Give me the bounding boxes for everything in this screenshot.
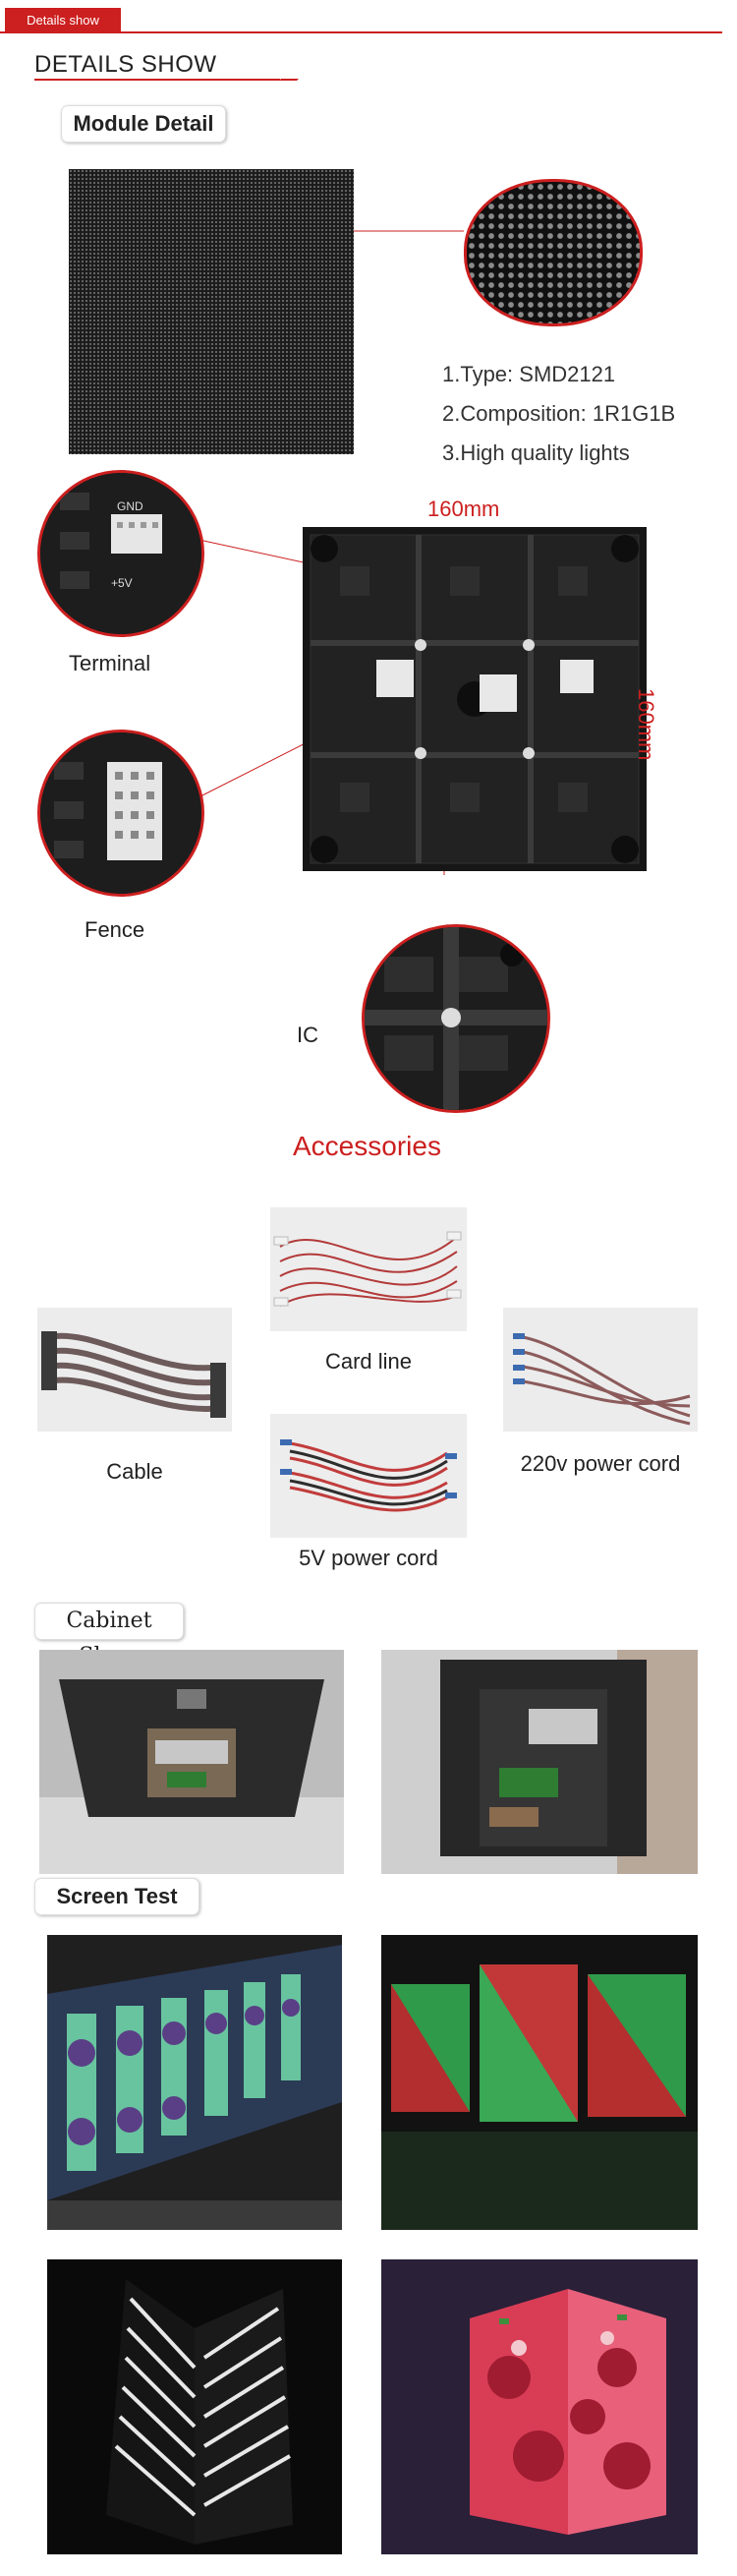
cable-photo — [37, 1308, 232, 1432]
details-show-tab[interactable]: Details show — [5, 8, 121, 33]
module-back-drawing — [310, 534, 640, 864]
ic-label: IC — [297, 1023, 318, 1047]
led-module-back-photo — [303, 527, 647, 871]
spec-composition: 2.Composition: 1R1G1B — [442, 401, 676, 426]
spec-quality: 3.High quality lights — [442, 440, 630, 465]
section-title-underline — [34, 79, 280, 81]
cabinet-photo-1 — [39, 1650, 344, 1874]
fence-zoom-circle — [37, 730, 204, 897]
card-line-photo — [270, 1207, 467, 1331]
power-cord-5v-photo — [270, 1414, 467, 1538]
spec-type: 1.Type: SMD2121 — [442, 362, 616, 386]
led-module-front-photo — [69, 169, 354, 454]
screen-test-photo-1 — [47, 1935, 342, 2230]
led-pixel-zoom-circle — [464, 179, 643, 326]
cable-label: Cable — [106, 1459, 163, 1484]
gnd-label: GND — [117, 499, 143, 513]
dimension-width: 160mm — [427, 497, 500, 521]
terminal-zoom-circle: GND +5V — [37, 470, 204, 637]
screen-test-photo-4 — [381, 2259, 698, 2554]
plus5v-label: +5V — [111, 576, 133, 590]
power-cord-220v-photo — [503, 1308, 698, 1432]
cabinet-show-tag: Cabinet Show — [34, 1603, 184, 1669]
accessories-title: Accessories — [293, 1131, 441, 1161]
cabinet-photo-2 — [381, 1650, 698, 1874]
screen-test-photo-2 — [381, 1935, 698, 2230]
fence-label: Fence — [85, 917, 145, 942]
section-title: DETAILS SHOW — [34, 51, 217, 78]
screen-test-tag: Screen Test — [34, 1878, 199, 1915]
dimension-height: 160mm — [634, 688, 658, 761]
power-cord-5v-label: 5V power cord — [299, 1546, 438, 1570]
ic-zoom-circle — [362, 924, 550, 1113]
screen-test-photo-3 — [47, 2259, 342, 2554]
module-detail-tag: Module Detail — [61, 105, 226, 143]
card-line-label: Card line — [324, 1349, 413, 1374]
terminal-label: Terminal — [69, 651, 151, 675]
power-cord-220v-label: 220v power cord — [520, 1451, 681, 1476]
header-divider — [0, 31, 722, 33]
